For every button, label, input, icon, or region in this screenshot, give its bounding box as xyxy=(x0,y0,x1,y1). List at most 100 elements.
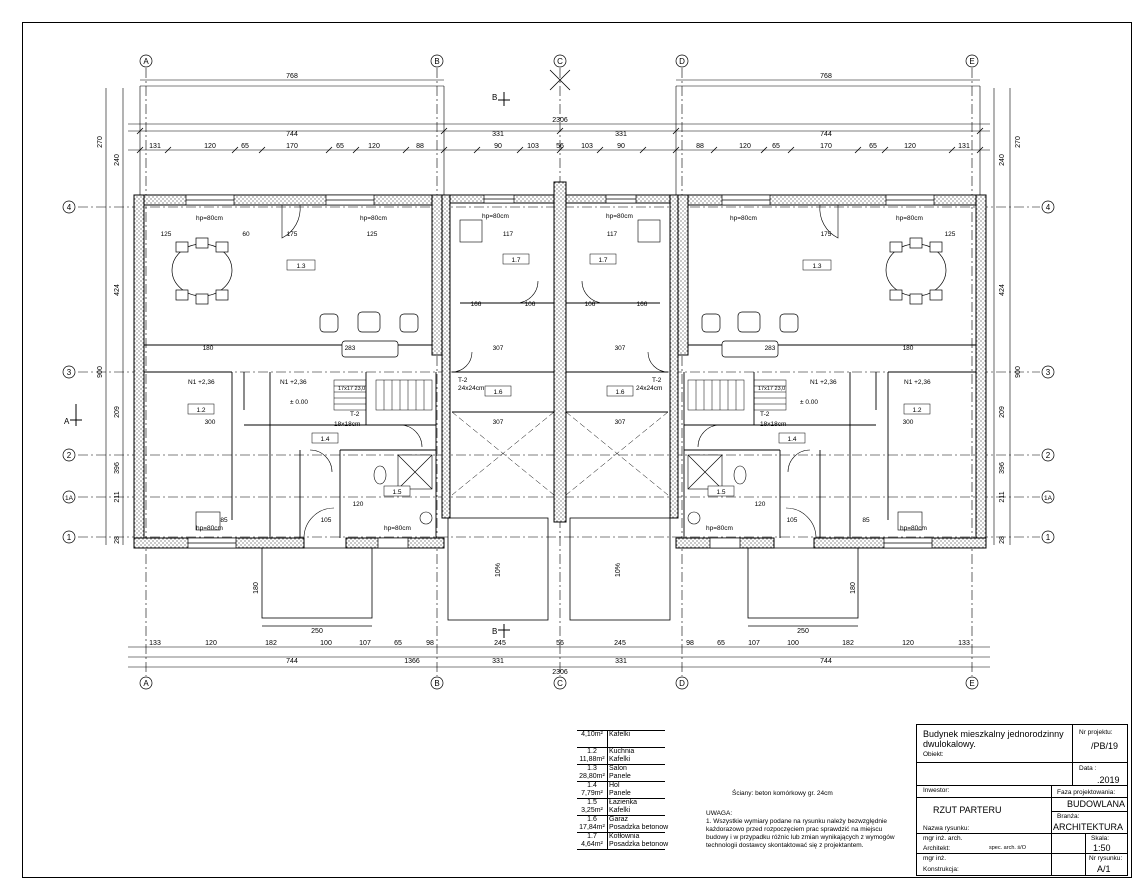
svg-text:2: 2 xyxy=(1046,451,1051,460)
svg-text:307: 307 xyxy=(615,419,626,426)
legend-row: 1.4 7,79m² Hol Panele xyxy=(577,781,665,798)
svg-text:120: 120 xyxy=(902,640,914,647)
svg-text:900: 900 xyxy=(1015,366,1022,378)
axis-bubble-top-e: E xyxy=(965,54,979,68)
stairs xyxy=(333,379,787,411)
svg-text:209: 209 xyxy=(114,406,121,418)
svg-text:331: 331 xyxy=(492,658,504,665)
svg-text:90: 90 xyxy=(494,143,502,150)
svg-text:125: 125 xyxy=(161,231,172,238)
svg-text:100: 100 xyxy=(320,640,332,647)
dimension-ticks-top xyxy=(136,127,984,154)
svg-text:211: 211 xyxy=(114,491,121,502)
axis-bubble-top-a: A xyxy=(139,54,153,68)
sofa-set-right xyxy=(701,311,799,358)
drawing-number: A/1 xyxy=(1097,864,1111,874)
svg-text:744: 744 xyxy=(286,131,298,138)
svg-text:744: 744 xyxy=(820,131,832,138)
drawing-number-label: Nr rysunku: xyxy=(1089,855,1123,862)
svg-text:300: 300 xyxy=(903,419,914,426)
dining-table-left xyxy=(171,237,233,305)
svg-text:250: 250 xyxy=(797,628,809,635)
svg-text:C: C xyxy=(557,679,563,688)
svg-text:300: 300 xyxy=(205,419,216,426)
date-value: .2019 xyxy=(1097,775,1120,785)
legend-name: Łazienka xyxy=(609,799,638,806)
legend-finish: Kafelki xyxy=(609,756,631,763)
svg-text:117: 117 xyxy=(503,231,514,238)
svg-text:166: 166 xyxy=(471,301,482,308)
svg-text:56: 56 xyxy=(556,640,564,647)
svg-text:209: 209 xyxy=(999,406,1006,418)
svg-text:105: 105 xyxy=(321,517,332,524)
svg-text:120: 120 xyxy=(368,143,380,150)
svg-text:T-2: T-2 xyxy=(458,377,468,384)
axis-bubble-left-4: 4 xyxy=(62,200,76,214)
axis-bubble-right-2: 2 xyxy=(1041,448,1055,462)
svg-text:N1 +2,36: N1 +2,36 xyxy=(904,379,931,386)
svg-text:396: 396 xyxy=(999,462,1006,474)
svg-text:E: E xyxy=(969,57,974,66)
dimension-lines-bottom xyxy=(128,646,990,668)
svg-text:hp=80cm: hp=80cm xyxy=(196,525,223,532)
svg-text:240: 240 xyxy=(999,154,1006,166)
legend-finish: Kafelki xyxy=(609,807,631,814)
svg-text:900: 900 xyxy=(97,366,104,378)
room-label-1.4-left: 1.4 xyxy=(311,432,339,444)
svg-text:117: 117 xyxy=(607,231,618,238)
legend-row: 1.2 11,88m² Kuchnia Kafelki xyxy=(577,747,665,764)
legend-row: 1.7 4,64m² Kotłownia Posadzka betonow xyxy=(577,832,668,850)
svg-text:1.2: 1.2 xyxy=(196,407,205,414)
svg-text:107: 107 xyxy=(748,640,760,647)
axis-bubbles: A B C D E A B C D E 4 3 2 1A 1 4 3 2 1A … xyxy=(62,54,1055,690)
axis-bubble-bottom-d: D xyxy=(675,676,689,690)
section-mark-labels: B B A xyxy=(64,93,497,636)
svg-text:131: 131 xyxy=(958,143,970,150)
svg-text:768: 768 xyxy=(286,73,298,80)
svg-text:331: 331 xyxy=(615,131,627,138)
svg-text:131: 131 xyxy=(149,143,161,150)
svg-text:240: 240 xyxy=(114,154,121,166)
svg-text:120: 120 xyxy=(353,501,364,508)
svg-text:90: 90 xyxy=(617,143,625,150)
svg-text:hp=80cm: hp=80cm xyxy=(706,525,733,532)
svg-text:65: 65 xyxy=(772,143,780,150)
legend-area: 3,25m² xyxy=(581,807,603,814)
legend-finish: Panele xyxy=(609,790,631,797)
svg-text:28: 28 xyxy=(999,536,1006,544)
svg-text:180: 180 xyxy=(903,345,914,352)
svg-text:B: B xyxy=(492,93,497,102)
axis-bubble-left-1a: 1A xyxy=(62,490,76,504)
svg-text:331: 331 xyxy=(615,658,627,665)
doors xyxy=(281,204,839,539)
room-label-1.6-right: 1.6 xyxy=(606,385,634,397)
svg-text:24x24cm: 24x24cm xyxy=(636,385,662,392)
svg-text:N1 +2,36: N1 +2,36 xyxy=(280,379,307,386)
svg-text:180: 180 xyxy=(253,582,260,594)
svg-text:60: 60 xyxy=(242,231,250,238)
legend-num: 1.3 xyxy=(587,765,597,772)
legend-num: 1.2 xyxy=(587,748,597,755)
object-label: Obiekt: xyxy=(923,751,944,758)
section-marks xyxy=(70,69,571,638)
legend-num: 1.5 xyxy=(587,799,597,806)
svg-text:307: 307 xyxy=(493,419,504,426)
svg-text:106: 106 xyxy=(525,301,536,308)
svg-text:133: 133 xyxy=(149,640,161,647)
svg-text:211: 211 xyxy=(999,491,1006,502)
svg-text:65: 65 xyxy=(869,143,877,150)
svg-text:88: 88 xyxy=(416,143,424,150)
svg-text:T-2: T-2 xyxy=(652,377,662,384)
svg-text:1: 1 xyxy=(1046,533,1051,542)
svg-text:A: A xyxy=(64,417,70,426)
dimension-labels-bottom: 133 120 182 100 107 65 98 245 56 245 98 … xyxy=(149,640,970,676)
legend-name: Salon xyxy=(609,765,627,772)
dimension-labels-left: 270 240 424 900 209 396 211 28 xyxy=(97,136,121,544)
svg-text:hp=80cm: hp=80cm xyxy=(900,525,927,532)
svg-text:245: 245 xyxy=(614,640,626,647)
svg-text:85: 85 xyxy=(862,517,870,524)
legend-finish: Posadzka betonow xyxy=(609,824,669,831)
svg-text:4: 4 xyxy=(67,203,72,212)
svg-text:85: 85 xyxy=(220,517,228,524)
